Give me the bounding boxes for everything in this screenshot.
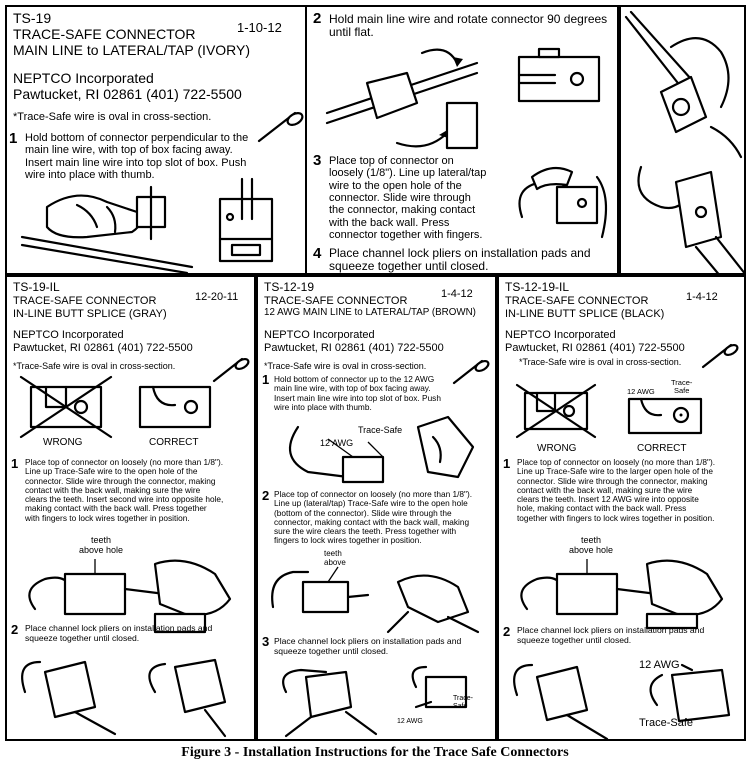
pliers-squeeze-illustration bbox=[513, 663, 731, 739]
label-trace-safe: Trace- Safe bbox=[453, 695, 473, 710]
title-line-1: TRACE-SAFE CONNECTOR bbox=[264, 295, 408, 307]
title-line-2: MAIN LINE to LATERAL/TAP (IVORY) bbox=[13, 42, 251, 58]
model-number: TS-19-IL bbox=[13, 280, 60, 294]
rotate-connector-illustration bbox=[325, 48, 479, 150]
panel-ts-12-19-il: TS-12-19-IL TRACE-SAFE CONNECTOR IN-LINE… bbox=[497, 275, 746, 741]
pliers-on-connector-illustration bbox=[624, 10, 744, 273]
pliers-squeeze-illustration bbox=[282, 665, 468, 738]
title-line-2: IN-LINE BUTT SPLICE (GRAY) bbox=[13, 308, 167, 320]
figure-caption: Figure 3 - Installation Instructions for… bbox=[181, 745, 569, 760]
column-divider bbox=[305, 7, 307, 273]
pliers-photo-panel bbox=[619, 5, 746, 275]
step-number: 3 bbox=[313, 152, 322, 169]
step-text: Hold main line wire and rotate connector… bbox=[329, 12, 608, 40]
lateral-insert-illustration bbox=[271, 566, 480, 634]
step-number: 1 bbox=[11, 456, 19, 471]
panel-ts-12-19: TS-12-19 TRACE-SAFE CONNECTOR 12 AWG MAI… bbox=[256, 275, 497, 741]
step-number: 1 bbox=[9, 130, 18, 147]
wire-in-connector-illustration bbox=[28, 559, 232, 634]
label-trace-safe: Trace- Safe bbox=[671, 378, 693, 396]
oval-wire-icon bbox=[212, 357, 250, 383]
step-text: Place top of connector on loosely (no mo… bbox=[25, 457, 224, 523]
wire-in-connector-illustration bbox=[520, 559, 724, 630]
correct-label: CORRECT bbox=[637, 443, 687, 454]
connector-slot-illustration bbox=[218, 177, 274, 263]
company-name: NEPTCO Incorporated bbox=[505, 329, 616, 341]
step-number: 4 bbox=[313, 245, 322, 262]
oval-wire-icon bbox=[701, 343, 739, 369]
step-text: Place top of connector on loosely (no mo… bbox=[274, 489, 473, 546]
title-line-2: 12 AWG MAIN LINE to LATERAL/TAP (BROWN) bbox=[264, 307, 476, 318]
flat-connector-illustration bbox=[517, 47, 601, 103]
title-line-1: TRACE-SAFE CONNECTOR bbox=[13, 295, 157, 307]
step-number: 3 bbox=[262, 634, 270, 649]
step-number: 1 bbox=[503, 456, 511, 471]
wrong-label: WRONG bbox=[43, 437, 83, 448]
step-number: 2 bbox=[503, 624, 511, 639]
hand-insert-wire-illustration bbox=[20, 185, 194, 273]
step-number: 2 bbox=[313, 10, 322, 27]
panel-ts-19-il: TS-19-IL TRACE-SAFE CONNECTOR IN-LINE BU… bbox=[5, 275, 256, 741]
doc-date: 1-4-12 bbox=[686, 291, 718, 303]
correct-label: CORRECT bbox=[149, 437, 199, 448]
company-name: NEPTCO Incorporated bbox=[264, 329, 375, 341]
title-line-2: IN-LINE BUTT SPLICE (BLACK) bbox=[505, 308, 665, 320]
doc-date: 1-10-12 bbox=[237, 20, 282, 35]
step-number: 2 bbox=[11, 622, 19, 637]
label-12-awg: 12 AWG bbox=[320, 438, 354, 448]
step-text: Hold bottom of connector up to the 12 AW… bbox=[274, 374, 441, 412]
company-address: Pawtucket, RI 02861 (401) 722-5500 bbox=[13, 342, 193, 354]
cross-section-note: *Trace-Safe wire is oval in cross-sectio… bbox=[264, 361, 427, 371]
model-number: TS-19 bbox=[13, 10, 52, 26]
step-text: Place channel lock pliers on installatio… bbox=[25, 623, 213, 643]
panel-ts-19: TS-19 TRACE-SAFE CONNECTOR MAIN LINE to … bbox=[5, 5, 619, 275]
label-trace-safe: Trace-Safe bbox=[639, 717, 694, 729]
wrong-label: WRONG bbox=[537, 443, 577, 454]
main-line-wire-illustration bbox=[288, 415, 475, 484]
pliers-squeeze-illustration bbox=[21, 658, 227, 738]
teeth-callout: teeth above hole bbox=[79, 535, 124, 556]
correct-connector-illustration bbox=[627, 397, 703, 435]
step-text: Place top of connector on loosely (1/8")… bbox=[329, 155, 487, 241]
cross-section-note: *Trace-Safe wire is oval in cross-sectio… bbox=[519, 357, 682, 367]
lateral-wire-illustration bbox=[518, 166, 608, 239]
doc-date: 1-4-12 bbox=[441, 288, 473, 300]
company-name: NEPTCO Incorporated bbox=[13, 70, 154, 86]
title-line-1: TRACE-SAFE CONNECTOR bbox=[505, 295, 649, 307]
step-text: Place channel lock pliers on installatio… bbox=[274, 636, 462, 656]
doc-date: 12-20-11 bbox=[195, 291, 239, 303]
wrong-connector-illustration bbox=[515, 383, 597, 439]
step-number: 2 bbox=[262, 488, 270, 503]
company-address: Pawtucket, RI 02861 (401) 722-5500 bbox=[13, 86, 242, 102]
step-text: Place channel lock pliers on installatio… bbox=[517, 625, 705, 645]
label-trace-safe: Trace-Safe bbox=[358, 425, 403, 435]
label-12-awg: 12 AWG bbox=[627, 387, 655, 396]
title-line-1: TRACE-SAFE CONNECTOR bbox=[13, 26, 196, 42]
label-12-awg: 12 AWG bbox=[639, 659, 680, 671]
wrong-connector-illustration bbox=[19, 375, 113, 439]
oval-wire-icon bbox=[452, 359, 490, 385]
company-address: Pawtucket, RI 02861 (401) 722-5500 bbox=[264, 342, 444, 354]
company-name: NEPTCO Incorporated bbox=[13, 329, 124, 341]
cross-section-note: *Trace-Safe wire is oval in cross-sectio… bbox=[13, 361, 176, 371]
step-text: Hold bottom of connector perpendicular t… bbox=[25, 132, 249, 181]
model-number: TS-12-19 bbox=[264, 280, 315, 294]
teeth-callout: teeth above bbox=[324, 549, 346, 567]
company-address: Pawtucket, RI 02861 (401) 722-5500 bbox=[505, 342, 685, 354]
step-number: 1 bbox=[262, 372, 270, 387]
step-text: Place channel lock pliers on installatio… bbox=[329, 246, 591, 274]
correct-connector-illustration bbox=[138, 385, 212, 429]
step-text: Place top of connector on loosely (no mo… bbox=[517, 457, 716, 523]
cross-section-note: *Trace-Safe wire is oval in cross-sectio… bbox=[13, 111, 212, 123]
label-12-awg: 12 AWG bbox=[397, 718, 423, 725]
oval-wire-icon bbox=[257, 111, 304, 143]
model-number: TS-12-19-IL bbox=[505, 280, 570, 294]
teeth-callout: teeth above hole bbox=[569, 535, 614, 556]
